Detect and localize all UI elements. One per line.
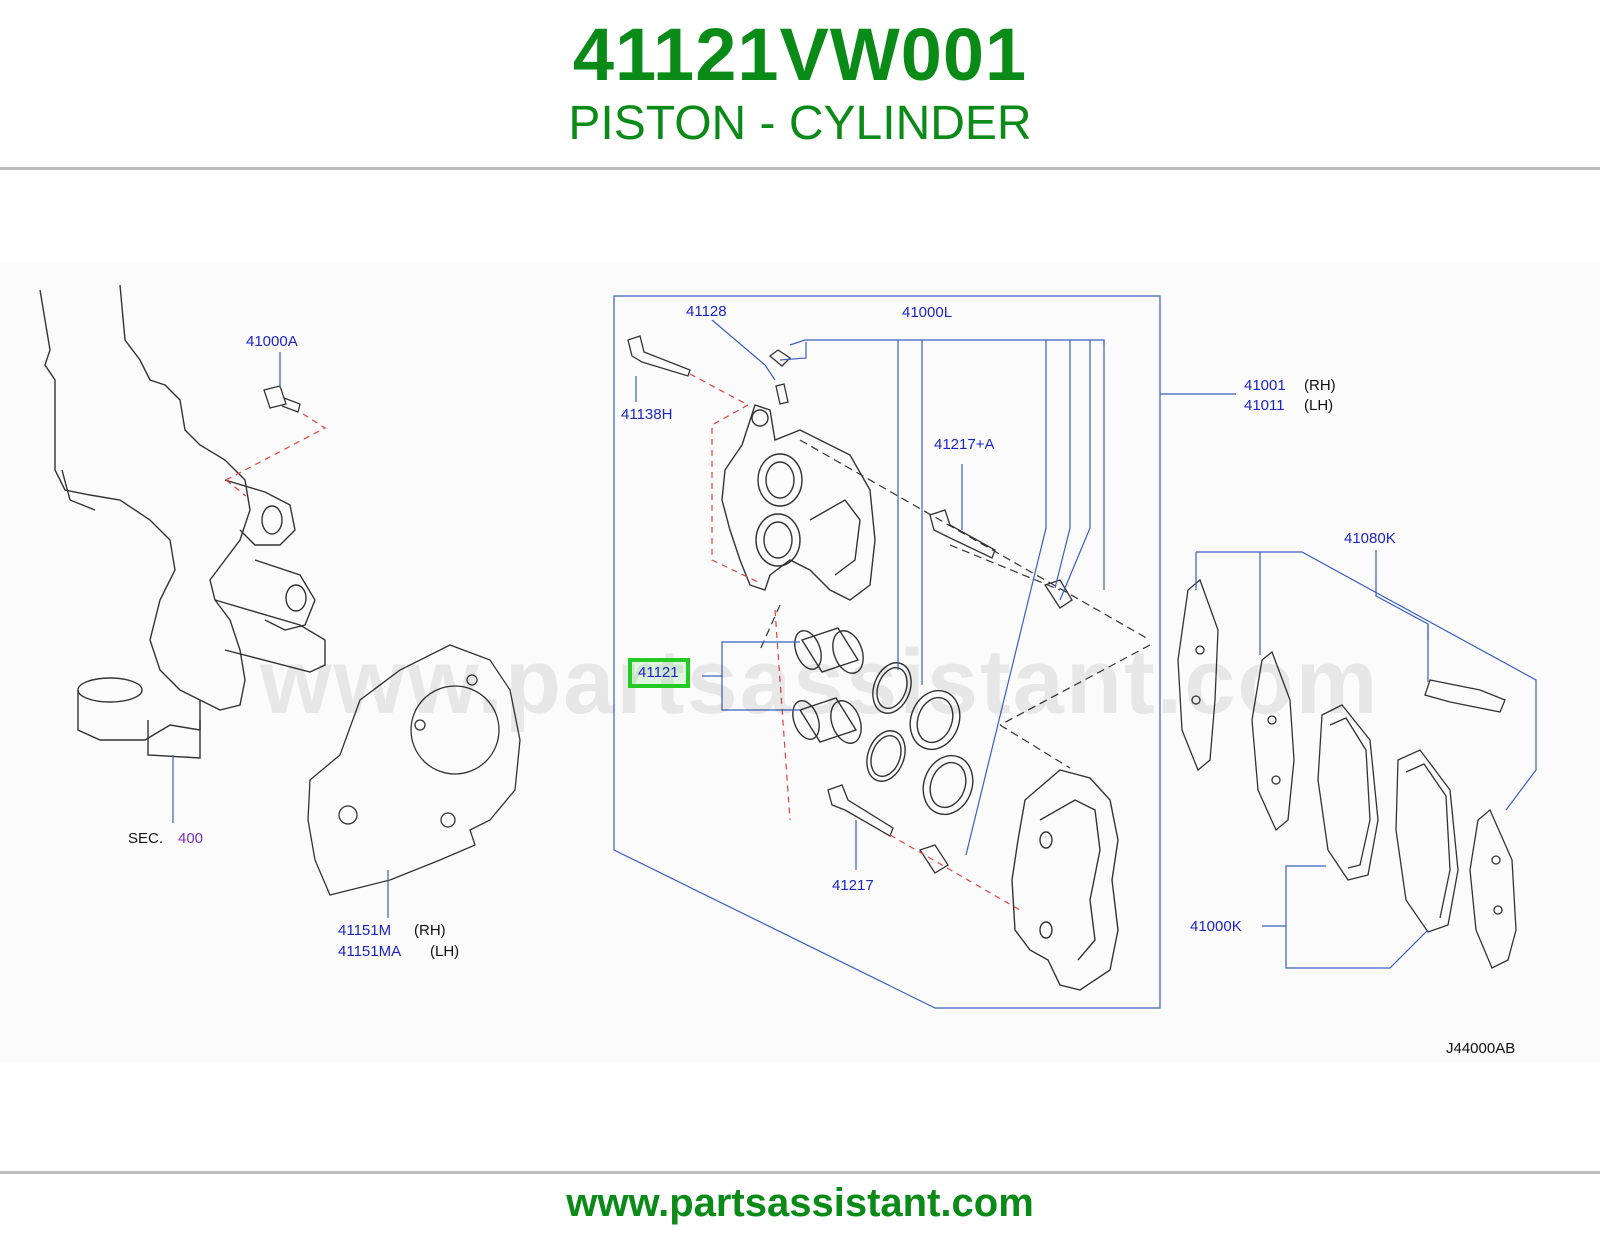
callout-41000k[interactable]: 41000K [1190, 918, 1242, 935]
torque-member-drawing [1011, 769, 1119, 991]
small-hardware-drawing [627, 335, 1073, 874]
diagram-background [0, 262, 1600, 1062]
callout-41001[interactable]: 41001 [1244, 377, 1286, 394]
callout-41217a[interactable]: 41217+A [934, 436, 995, 453]
page-header: 41121VW001 PISTON - CYLINDER [0, 0, 1600, 168]
callout-41121[interactable]: 41121 [638, 664, 679, 681]
watermark-text: www.partsassistant.com [260, 631, 1380, 733]
part-name-subtitle: PISTON - CYLINDER [568, 97, 1032, 150]
baffle-plate-drawing [307, 644, 521, 896]
callout-41000a[interactable]: 41000A [246, 333, 298, 350]
pistons-seals-drawing [792, 627, 974, 816]
callout-41080k[interactable]: 41080K [1344, 530, 1396, 547]
callout-41001-rh: (RH) [1304, 377, 1336, 394]
footer-url-link[interactable]: www.partsassistant.com [566, 1181, 1034, 1225]
brake-pads-drawing [1177, 578, 1517, 969]
callout-41151m[interactable]: 41151M [338, 922, 392, 939]
steering-knuckle-drawing [39, 284, 326, 759]
callout-41011[interactable]: 41011 [1244, 397, 1285, 414]
highlighted-callout-box[interactable]: 41121 [628, 658, 690, 688]
part-number-title: 41121VW001 [572, 13, 1028, 96]
callout-sec-400[interactable]: 400 [178, 830, 204, 847]
callout-41138h[interactable]: 41138H [621, 406, 673, 423]
bolt-41000a-drawing [263, 385, 301, 413]
header-divider [0, 167, 1600, 170]
footer-divider [0, 1171, 1600, 1174]
callout-41217[interactable]: 41217 [832, 877, 874, 894]
callout-41128[interactable]: 41128 [686, 303, 727, 320]
callout-41151ma[interactable]: 41151MA [338, 943, 402, 960]
callout-41011-lh: (LH) [1304, 397, 1334, 414]
callout-41151ma-lh: (LH) [430, 943, 460, 960]
callout-sec-label: SEC. [128, 830, 164, 847]
callout-41151m-rh: (RH) [414, 922, 446, 939]
leader-lines [172, 295, 1537, 1009]
assembly-red-dashed-lines [225, 373, 1021, 911]
caliper-body-drawing [721, 404, 876, 601]
diagram-code: J44000AB [1446, 1040, 1516, 1057]
callout-41000l[interactable]: 41000L [902, 304, 953, 321]
